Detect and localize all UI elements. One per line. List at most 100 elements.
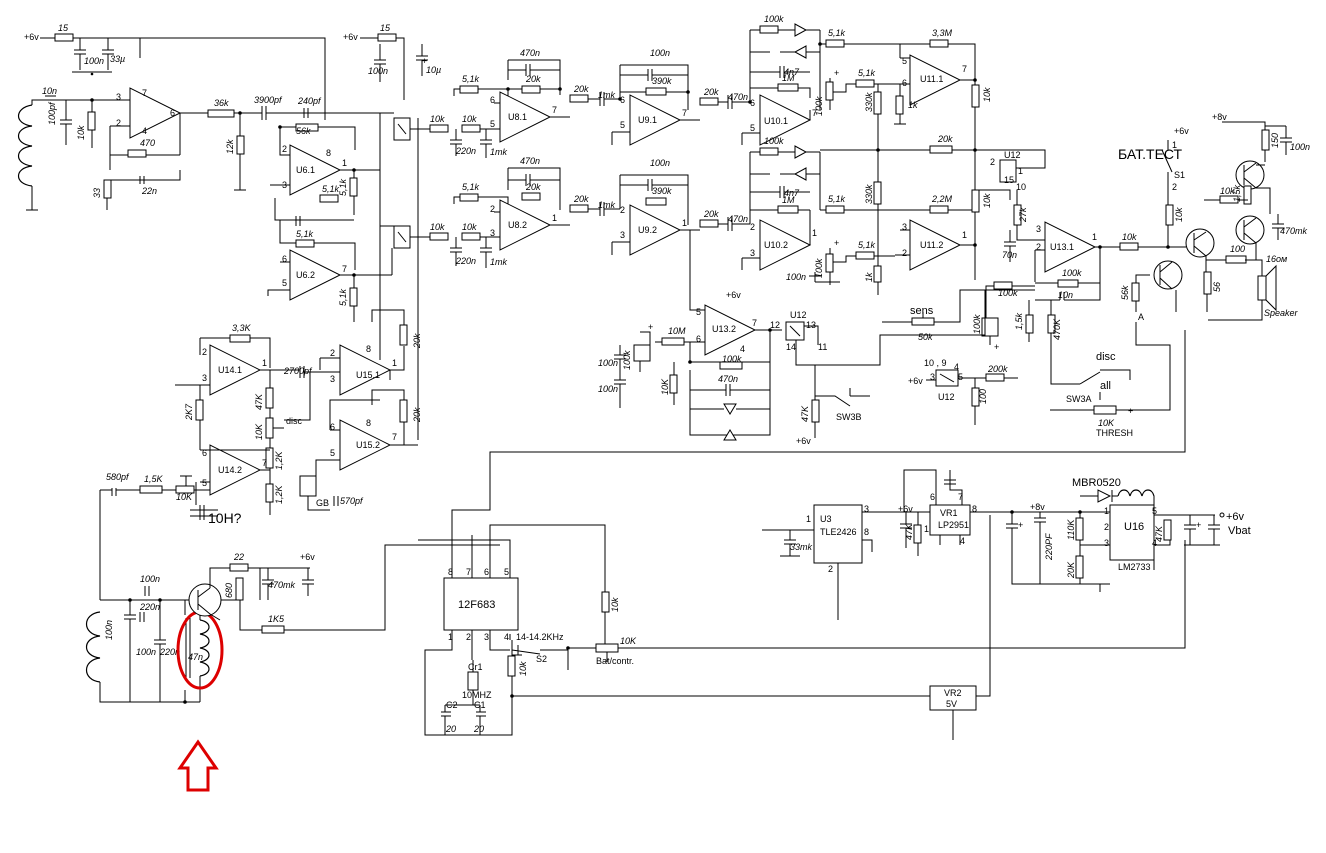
svg-text:2: 2 (828, 564, 833, 574)
svg-text:1M: 1M (782, 73, 795, 83)
svg-text:27k: 27k (1018, 207, 1028, 223)
opamp-u14-2 (209, 444, 262, 496)
svg-text:390k: 390k (652, 76, 672, 86)
svg-text:VR2: VR2 (944, 688, 962, 698)
svg-text:20: 20 (473, 724, 484, 734)
transmitter-coil: 100n 100n 220n 100n 220n 47n 22 +6v 470m… (85, 544, 500, 792)
svg-text:2: 2 (1104, 522, 1109, 532)
svg-text:12F683: 12F683 (458, 599, 495, 611)
u10-stage: 20k 470n 100k 4n7 1M U10.1 6 5 7 (699, 14, 821, 146)
svg-text:2: 2 (620, 205, 625, 215)
svg-text:10k: 10k (982, 193, 992, 208)
opamp-u8-2 (499, 199, 552, 251)
svg-text:8: 8 (366, 344, 371, 354)
svg-text:8: 8 (366, 418, 371, 428)
svg-text:1M: 1M (782, 195, 795, 205)
u9-stage: 20k 1mk 100n 390k U9.1 6 5 7 (569, 48, 700, 146)
svg-text:220n: 220n (159, 647, 180, 657)
svg-text:6: 6 (930, 492, 935, 502)
svg-text:1,2K: 1,2K (274, 484, 284, 504)
sense-threshold-block: sens 50k 10 , 9 +6v 3 5 4 U12 200k 100 d… (882, 289, 1133, 438)
svg-text:3: 3 (930, 372, 935, 382)
svg-text:C2: C2 (446, 700, 458, 710)
svg-text:22: 22 (233, 552, 244, 562)
svg-text:7: 7 (962, 64, 967, 74)
svg-text:15: 15 (380, 23, 391, 33)
switch-sw3a[interactable]: SW3A (1066, 394, 1092, 404)
svg-text:VR1: VR1 (940, 508, 958, 518)
svg-text:100n: 100n (650, 158, 670, 168)
svg-text:U6.2: U6.2 (296, 270, 315, 280)
cap-100pf: 100pf (47, 101, 57, 125)
chip-u16 (1109, 504, 1155, 561)
svg-text:2: 2 (116, 118, 121, 128)
opamp-u10-2 (759, 219, 812, 271)
svg-text:470n: 470n (520, 48, 540, 58)
svg-text:3: 3 (484, 632, 489, 642)
svg-text:13: 13 (806, 320, 816, 330)
svg-text:10k: 10k (610, 597, 620, 612)
opamp-input (129, 87, 182, 139)
opamp-u15-2 (339, 419, 392, 471)
svg-text:6: 6 (170, 108, 175, 118)
svg-text:7: 7 (812, 108, 817, 118)
svg-text:6: 6 (902, 78, 907, 88)
svg-text:+: + (834, 68, 839, 78)
svg-text:6: 6 (620, 95, 625, 105)
svg-text:580pf: 580pf (106, 472, 130, 482)
svg-text:100k: 100k (764, 14, 784, 24)
chip-lp2951 (929, 504, 971, 536)
switch-s1[interactable]: S1 (1174, 170, 1185, 180)
svg-text:1: 1 (342, 158, 347, 168)
svg-text:LP2951: LP2951 (938, 520, 969, 530)
opamp-u11-1 (909, 54, 962, 106)
svg-text:470n: 470n (728, 92, 748, 102)
svg-text:10MHZ: 10MHZ (462, 690, 492, 700)
svg-text:330k: 330k (864, 184, 874, 204)
svg-text:20k: 20k (573, 194, 589, 204)
svg-text:8: 8 (972, 504, 977, 514)
svg-text:2: 2 (1036, 242, 1041, 252)
svg-text:U12: U12 (938, 392, 955, 402)
switch-s2[interactable]: S2 (536, 654, 547, 664)
switch-sw3b[interactable]: SW3B (836, 412, 862, 422)
svg-text:4: 4 (504, 632, 509, 642)
svg-text:3: 3 (1036, 224, 1041, 234)
opamp-u6-2 (289, 249, 342, 301)
svg-text:5: 5 (902, 56, 907, 66)
opamp-u10-1 (759, 94, 812, 146)
svg-text:1: 1 (682, 218, 687, 228)
up-arrow-icon (177, 739, 219, 792)
svg-text:U8.1: U8.1 (508, 112, 527, 122)
svg-text:+6v: +6v (1174, 126, 1189, 136)
resistor-36k: 36k (214, 98, 229, 108)
svg-text:C1: C1 (474, 700, 486, 710)
opamp-u9-2 (629, 204, 682, 256)
svg-text:+6v: +6v (796, 436, 811, 446)
svg-text:1,5K: 1,5K (144, 474, 164, 484)
svg-text:U6.1: U6.1 (296, 165, 315, 175)
svg-text:47K: 47K (904, 523, 914, 540)
svg-text:220PF: 220PF (1044, 533, 1054, 561)
svg-text:10K: 10K (1098, 418, 1115, 428)
svg-text:7: 7 (466, 567, 471, 577)
svg-text:U11.1: U11.1 (920, 74, 943, 84)
svg-text:disc: disc (1096, 351, 1116, 363)
svg-text:5,1k: 5,1k (462, 74, 480, 84)
svg-text:3: 3 (490, 228, 495, 238)
svg-text:100k: 100k (814, 96, 824, 116)
svg-text:2,2M: 2,2M (931, 194, 953, 204)
cap-10n: 10n (42, 86, 57, 96)
resistor-5-1k-a: 5,1k (338, 178, 348, 196)
svg-text:1: 1 (1092, 232, 1097, 242)
svg-text:4: 4 (960, 536, 965, 546)
svg-text:Vbat: Vbat (1228, 525, 1251, 537)
svg-text:2: 2 (202, 347, 207, 357)
svg-text:1mk: 1mk (490, 257, 508, 267)
svg-text:U13.2: U13.2 (712, 324, 736, 334)
svg-text:1: 1 (1018, 166, 1023, 176)
svg-text:20K: 20K (1066, 561, 1076, 579)
cap-3900pf: 3900pf (254, 95, 283, 105)
svg-text:100k: 100k (814, 258, 824, 278)
svg-text:U12: U12 (1004, 150, 1021, 160)
